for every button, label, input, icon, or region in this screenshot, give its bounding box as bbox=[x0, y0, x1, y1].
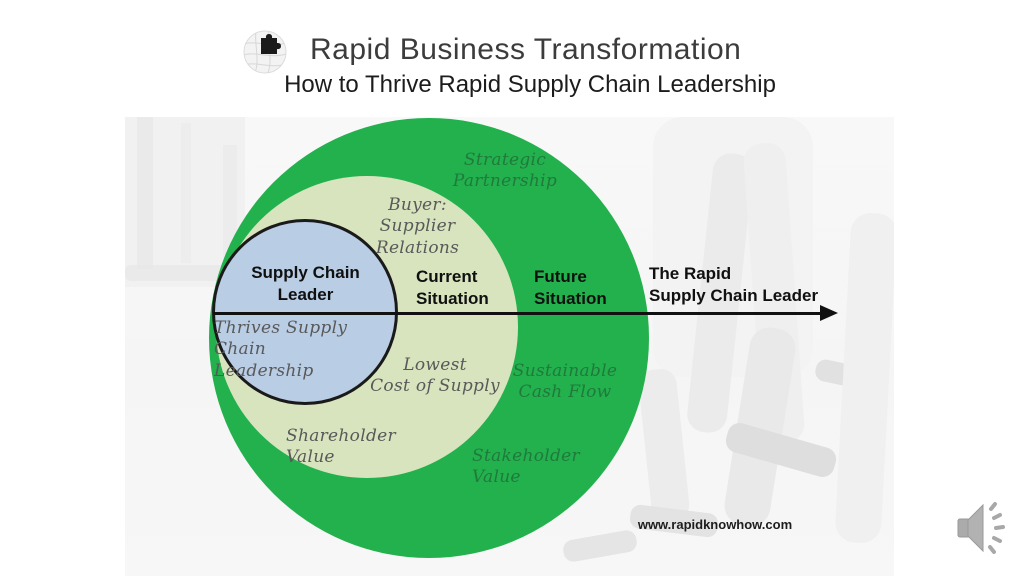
supply-chain-leader-label: Supply Chain Leader bbox=[251, 263, 360, 305]
future-situation-label: Future Situation bbox=[534, 267, 607, 309]
website-text: www.rapidknowhow.com bbox=[637, 517, 793, 532]
photo-shape bbox=[834, 212, 894, 544]
strategic-partnership-label: Strategic Partnership bbox=[452, 150, 558, 192]
photo-shape bbox=[561, 528, 639, 564]
timeline-arrow-head bbox=[820, 305, 838, 321]
photo-shape bbox=[125, 265, 237, 281]
rapid-supply-chain-leader-label: The Rapid Supply Chain Leader bbox=[649, 264, 819, 306]
shareholder-value-label: Shareholder Value bbox=[286, 426, 396, 468]
lowest-cost-label: Lowest Cost of Supply bbox=[370, 355, 500, 397]
current-situation-label: Current Situation bbox=[416, 267, 489, 309]
page-title: Rapid Business Transformation bbox=[310, 33, 742, 66]
speaker-icon[interactable] bbox=[948, 492, 1012, 564]
photo-shape bbox=[637, 367, 691, 523]
photo-shape bbox=[137, 117, 153, 269]
timeline-arrow-line bbox=[213, 312, 824, 315]
page-subtitle: How to Thrive Rapid Supply Chain Leaders… bbox=[284, 71, 776, 98]
puzzle-globe-icon bbox=[243, 30, 287, 74]
buyer-supplier-relations-label: Buyer: Supplier Relations bbox=[375, 195, 460, 258]
thrives-leadership-label: Thrives Supply Chain Leadership bbox=[214, 318, 348, 381]
stakeholder-value-label: Stakeholder Value bbox=[472, 446, 580, 488]
sustainable-cash-flow-label: Sustainable Cash Flow bbox=[512, 361, 618, 403]
photo-shape bbox=[181, 123, 191, 263]
